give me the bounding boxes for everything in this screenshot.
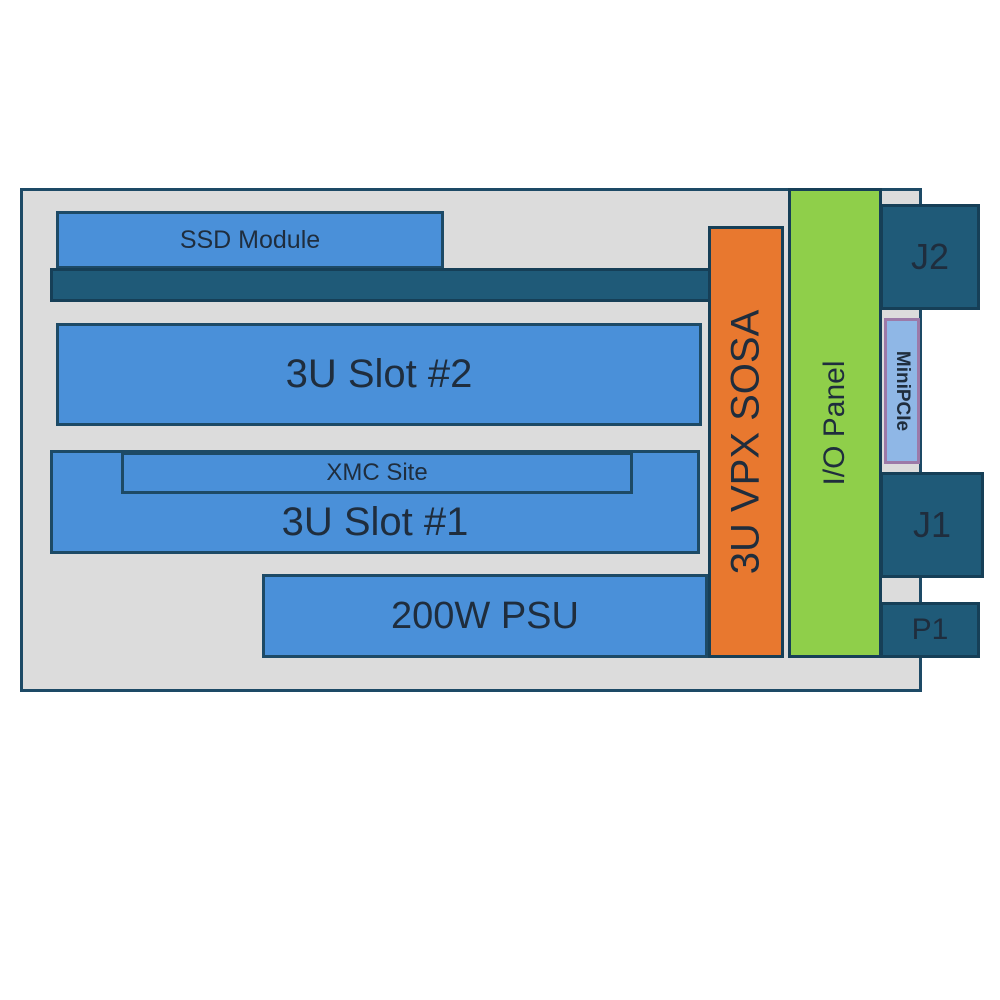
minipcie-slot: MiniPCIe: [884, 318, 920, 464]
slot-2: 3U Slot #2: [56, 323, 702, 426]
ssd-module: SSD Module: [56, 211, 444, 269]
connector-j2: J2: [880, 204, 980, 310]
io-panel: I/O Panel: [788, 188, 882, 658]
vpx-sosa-label: 3U VPX SOSA: [723, 309, 768, 575]
io-panel-label: I/O Panel: [818, 360, 851, 486]
slot-1-label: 3U Slot #1: [281, 499, 469, 544]
vpx-sosa-backplane: 3U VPX SOSA: [708, 226, 784, 658]
backplane-rail: [50, 268, 712, 302]
psu-module: 200W PSU: [262, 574, 708, 658]
slot-2-label: 3U Slot #2: [285, 352, 473, 396]
connector-p1: P1: [880, 602, 980, 658]
xmc-site-label: XMC Site: [326, 459, 428, 486]
ssd-module-label: SSD Module: [179, 225, 321, 254]
connector-p1-label: P1: [911, 613, 949, 646]
minipcie-label: MiniPCIe: [892, 350, 913, 432]
connector-j1-label: J1: [912, 504, 952, 545]
psu-label: 200W PSU: [391, 594, 579, 637]
connector-j1: J1: [880, 472, 984, 578]
connector-j2-label: J2: [910, 236, 950, 277]
xmc-site: XMC Site: [121, 452, 633, 494]
